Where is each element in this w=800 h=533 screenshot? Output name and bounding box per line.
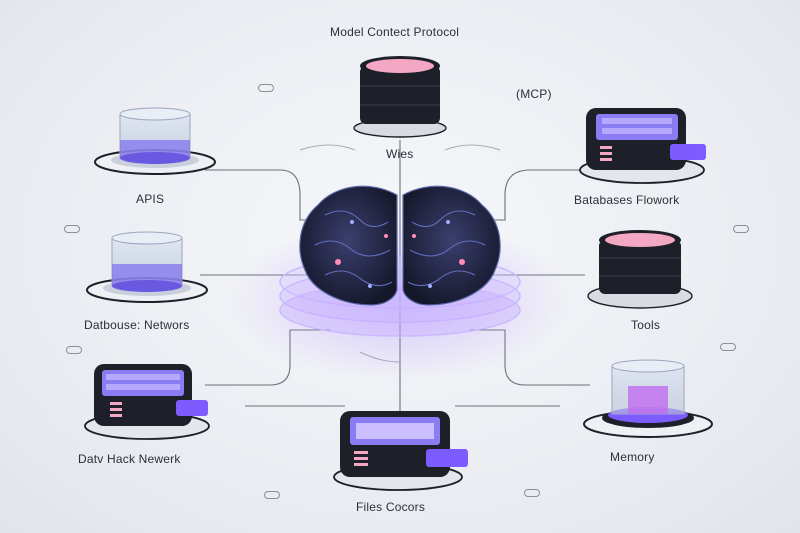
node-label-datbouse: Datbouse: Networs [84,318,190,332]
pill-decoration [258,84,274,92]
server-box-icon [84,364,210,440]
pill-decoration [524,489,540,497]
node-label-memory: Memory [610,450,655,464]
database-stack-icon [353,56,447,138]
node-datv [72,354,222,444]
wire-apis [205,169,320,221]
glass-cylinder-icon [94,107,216,175]
node-databases [570,100,720,190]
node-label-apis: APIS [136,192,165,206]
node-tools [585,222,695,312]
diagram-subtitle: (MCP) [516,87,552,101]
center-label: Wies [386,147,414,161]
node-datbouse [82,228,212,308]
node-memory [578,352,718,442]
pill-decoration [264,491,280,499]
node-label-tools: Tools [631,318,661,332]
pill-decoration [66,346,82,354]
server-box-icon [333,411,468,491]
wire-memory [470,329,590,386]
node-top [350,50,450,140]
node-label-datv: Datv Hack Newerk [78,452,181,466]
diagram-title: Model Contect Protocol [330,25,460,39]
node-label-databases: Batabases Flowork [574,193,680,207]
server-box-icon [579,108,706,184]
wire-databases [482,169,585,221]
glass-cylinder-icon [583,359,713,438]
database-stack-icon [587,230,693,309]
node-apis [90,100,220,180]
node-label-files: Files Cocors [356,500,426,514]
glass-cylinder-icon [86,231,208,303]
pill-decoration [64,225,80,233]
pill-decoration [733,225,749,233]
node-files [318,405,478,495]
wire-datv [205,329,330,386]
brain-icon [299,185,501,306]
pill-decoration [720,343,736,351]
